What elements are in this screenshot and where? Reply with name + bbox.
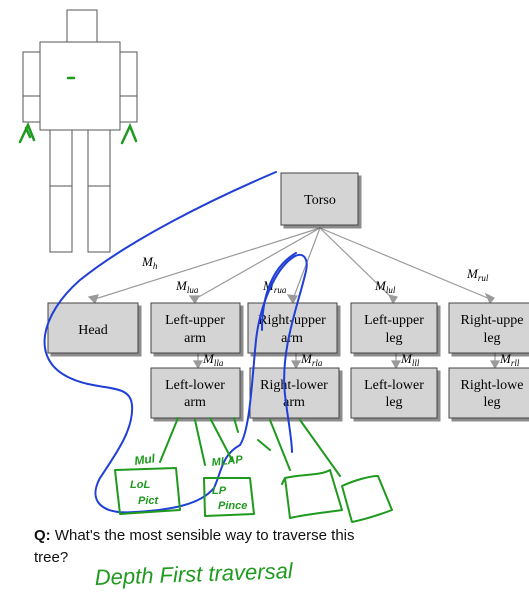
tree-nodes: Torso Head Left-upper arm Right-upper ar… [47, 172, 529, 419]
node-left-upper-leg-label-2: leg [385, 331, 402, 346]
node-torso-label: Torso [304, 193, 336, 208]
robot-left-upper-leg [49, 129, 73, 187]
green-book-2 [341, 475, 393, 523]
robot-right-lower-leg [87, 185, 111, 253]
question-line-2: tree? [34, 549, 68, 566]
robot-green-marks [18, 76, 138, 145]
green-book-1 [281, 469, 343, 519]
node-right-upper-leg-label-1: Right-uppe [461, 313, 524, 328]
node-torso: Torso [280, 172, 359, 226]
hw-mul: Mul [133, 451, 156, 468]
node-right-lower-arm-label-2: arm [283, 395, 305, 410]
robot-head [66, 9, 98, 43]
node-left-upper-leg: Left-upper leg [350, 302, 438, 354]
edge-label-rul: Mrul [466, 266, 489, 283]
hw-box2-line1: LP [212, 485, 227, 497]
handwritten-answer: Depth First traversal [94, 558, 294, 590]
edge-label-lla: Mlla [202, 351, 224, 368]
edge-label-lua: Mlua [175, 278, 199, 295]
robot-left-lower-leg [49, 185, 73, 253]
node-right-lower-arm-label-1: Right-lower [260, 378, 328, 393]
robot-figure [22, 9, 138, 253]
node-left-upper-arm-label-1: Left-upper [165, 313, 225, 328]
node-right-lower-leg-label-1: Right-lowe [461, 378, 524, 393]
node-left-lower-leg-label-1: Left-lower [364, 378, 424, 393]
node-head: Head [47, 302, 139, 354]
node-left-lower-leg-label-2: leg [385, 395, 402, 410]
node-left-upper-arm-label-2: arm [184, 331, 206, 346]
green-box-2 [203, 477, 255, 517]
edge-label-lll: Mlll [400, 351, 420, 368]
node-left-lower-arm-label-1: Left-lower [165, 378, 225, 393]
node-head-label: Head [78, 323, 108, 338]
green-branch-strokes [159, 417, 341, 477]
edge-label-lul: Mlul [374, 278, 396, 295]
node-right-upper-arm-label-2: arm [281, 331, 303, 346]
question-line-1: Q: What's the most sensible way to trave… [34, 527, 355, 544]
node-left-lower-arm: Left-lower arm [150, 367, 241, 419]
node-right-lower-arm: Right-lower arm [249, 367, 340, 419]
green-handwriting: Mul MLAP LoL Pict LP Pince [130, 451, 247, 512]
node-right-upper-leg-label-2: leg [483, 331, 500, 346]
blue-pen-annotation [43, 171, 308, 514]
edge-label-rll: Mrll [499, 351, 520, 368]
green-pen-annotation [114, 417, 393, 523]
hw-box1-line1: LoL [130, 479, 150, 491]
node-right-lower-leg-label-2: leg [483, 395, 500, 410]
robot-torso [39, 41, 121, 131]
robot-right-lower-arm [119, 95, 138, 123]
question-block: Q: What's the most sensible way to trave… [34, 527, 355, 566]
robot-left-lower-arm [22, 95, 41, 123]
robot-left-upper-arm [22, 51, 41, 97]
edge-label-h: Mh [141, 254, 158, 271]
node-left-upper-arm: Left-upper arm [150, 302, 241, 354]
node-right-lower-leg: Right-lowe leg [448, 367, 529, 419]
node-left-lower-leg: Left-lower leg [350, 367, 438, 419]
robot-right-upper-leg [87, 129, 111, 187]
edge-label-rla: Mrla [300, 351, 323, 368]
hw-box2-line2: Pince [218, 500, 247, 512]
hw-mlap: MLAP [211, 454, 244, 469]
hw-box1-line2: Pict [138, 495, 160, 507]
node-right-upper-leg: Right-uppe leg [448, 302, 529, 354]
robot-right-upper-arm [119, 51, 138, 97]
green-box-1 [114, 467, 181, 515]
node-left-lower-arm-label-2: arm [184, 395, 206, 410]
tree-edges [87, 227, 501, 370]
node-left-upper-leg-label-1: Left-upper [364, 313, 424, 328]
